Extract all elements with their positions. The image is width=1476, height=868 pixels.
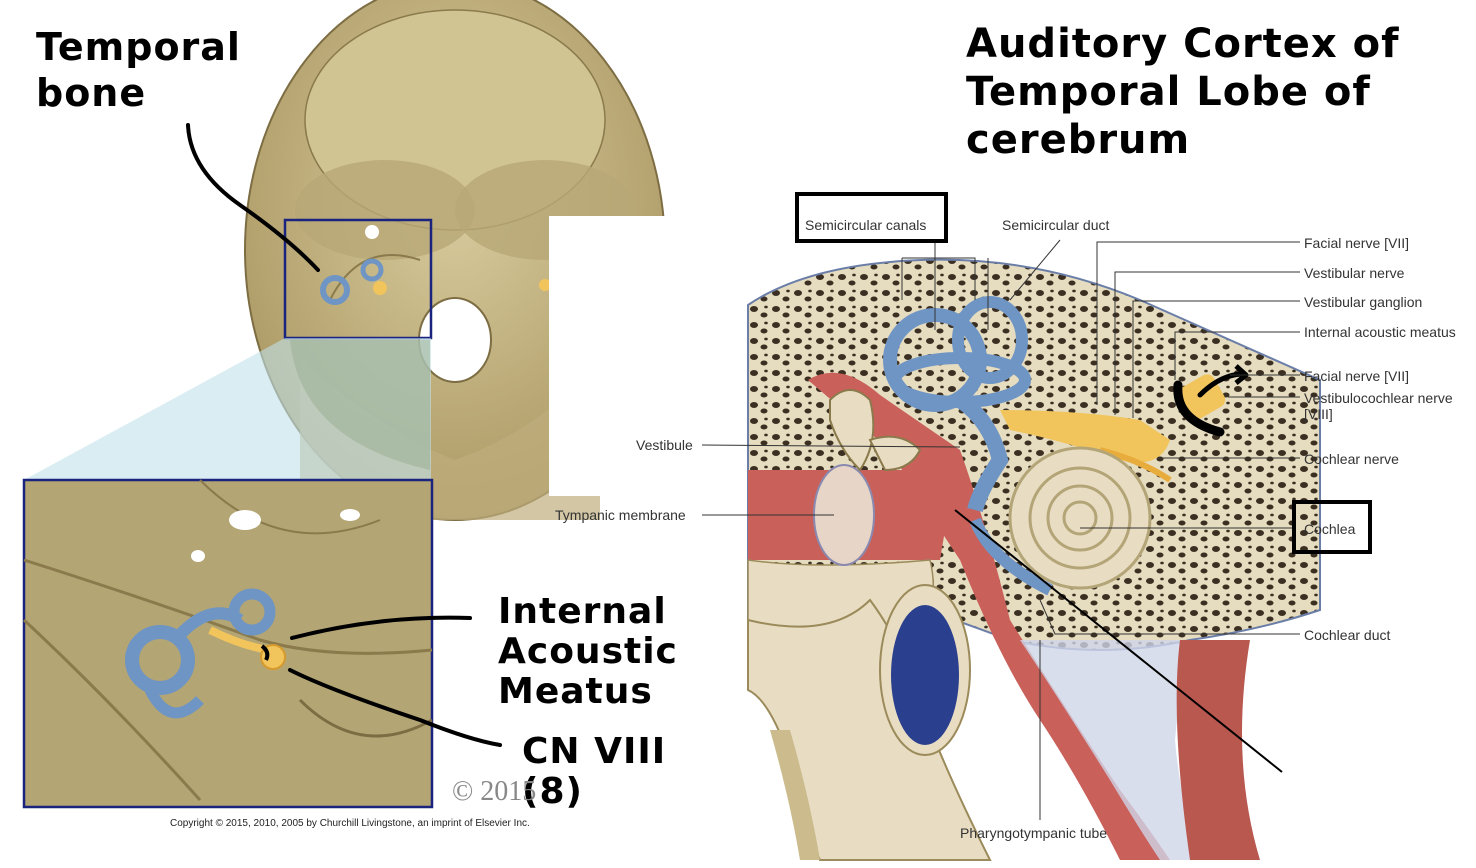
label-semicircular-duct: Semicircular duct [1002,217,1110,233]
label-vestibular-ganglion: Vestibular ganglion [1304,294,1423,310]
label-internal-acoustic-meatus: Internal acoustic meatus [1304,324,1456,340]
label-semicircular-canals: Semicircular canals [805,217,927,233]
label-tympanic-membrane: Tympanic membrane [555,507,686,523]
hand-drawn-line [954,509,1283,773]
semicircular-canals-box [795,192,948,243]
annotation-auditory-cortex: Auditory Cortex of Temporal Lobe of cere… [966,21,1400,163]
annotation-cn-viii: CN VIII (8) [522,731,667,812]
vessel-shape [891,605,959,745]
label-vestibulocochlear-nerve: Vestibulocochlear nerve [VIII] [1304,390,1453,422]
leader-lines [701,239,1300,820]
label-cochlear-duct: Cochlear duct [1304,627,1391,643]
cochlea-box [1292,500,1372,554]
label-facial-nerve-1: Facial nerve [VII] [1304,235,1410,251]
pointer-cn-viii [288,668,502,747]
ear-cross-section-illustration [747,258,1321,861]
label-cochlear-nerve: Cochlear nerve [1304,451,1399,467]
label-cochlea: Cochlea [1304,521,1356,537]
label-vestibule: Vestibule [636,437,693,453]
handdrawn-arrow-mark [1173,380,1225,437]
label-vestibular-nerve: Vestibular nerve [1304,265,1405,281]
copyright-line: Copyright © 2015, 2010, 2005 by Churchil… [170,818,530,829]
annotation-temporal-bone: Temporal bone [36,25,241,115]
annotation-internal-acoustic-meatus: Internal Acoustic Meatus [498,591,678,712]
label-pharyngotympanic-tube: Pharyngotympanic tube [960,825,1108,841]
white-cover-block [549,216,680,496]
pointer-temporal-bone [186,123,320,272]
zoomed-inset [22,478,434,809]
pointer-internal-acoustic-meatus [290,615,472,640]
copyright-stamp: © 2015 [452,776,537,807]
label-facial-nerve-2: Facial nerve [VII] [1304,368,1410,384]
